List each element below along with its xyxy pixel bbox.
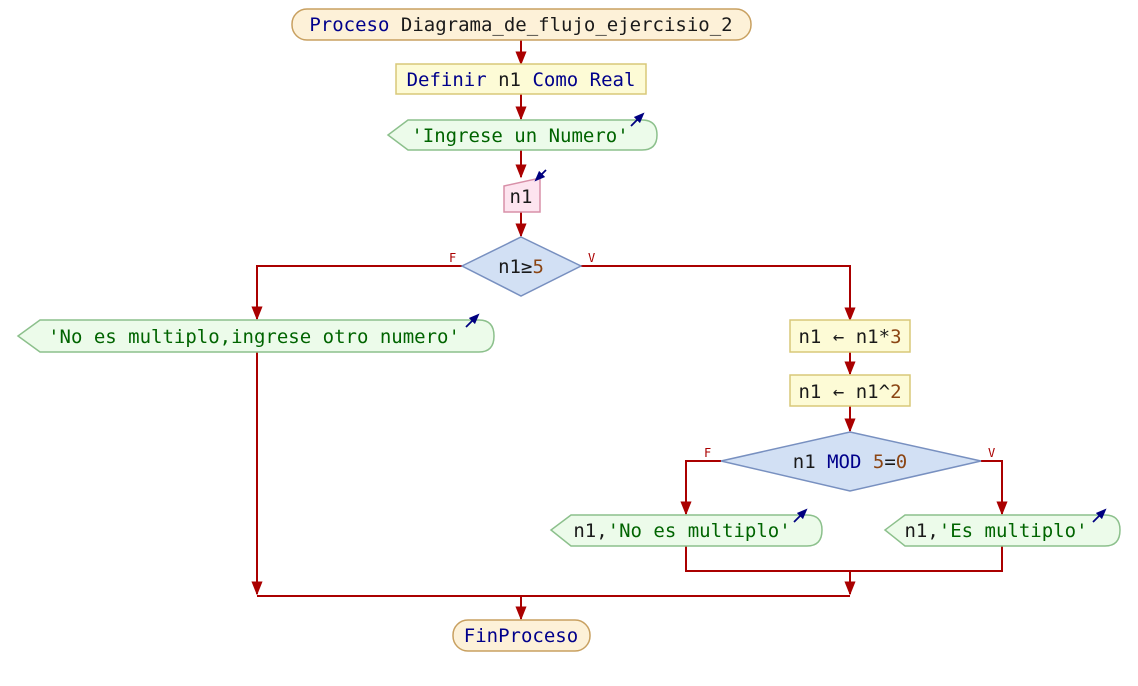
cond2-label: n1 MOD 5=0	[793, 451, 907, 473]
read-var: n1	[510, 186, 533, 208]
assign2-arrow: ←	[833, 381, 844, 403]
out-yes-label: n1,'Es multiplo'	[904, 520, 1087, 542]
cond1-label: n1≥5	[498, 256, 544, 278]
end-keyword: FinProceso	[464, 625, 578, 647]
arrow-cond2-false	[680, 460, 721, 516]
input-arrow-icon	[534, 169, 547, 182]
assign1-lhs: n1	[798, 326, 821, 348]
out-no-var: n1,	[573, 520, 607, 542]
assign1-rhs: n1	[856, 326, 879, 348]
out-yes-output[interactable]: n1,'Es multiplo'	[883, 508, 1121, 547]
cond2-false-label: F	[704, 446, 711, 460]
cond1-var: n1	[498, 256, 521, 278]
cond2-kw: MOD	[827, 451, 861, 473]
join-cond2	[685, 546, 1003, 572]
define-label: Definir n1 Como Real	[407, 69, 636, 91]
define-block[interactable]: Definir n1 Como Real	[395, 63, 647, 95]
start-keyword: Proceso	[309, 14, 389, 36]
assign-1[interactable]: n1 ← n1*3	[789, 319, 911, 353]
output-arrow-icon	[1092, 508, 1107, 523]
assign2-op: ^	[879, 381, 890, 403]
assign2-label: n1 ← n1^2	[798, 381, 901, 403]
define-keyword-como: Como	[532, 69, 578, 91]
assign2-lhs: n1	[798, 381, 821, 403]
start-label: Proceso Diagrama_de_flujo_ejercisio_2	[309, 14, 732, 36]
output-arrow-icon	[793, 508, 808, 523]
start-process-name: Diagrama_de_flujo_ejercisio_2	[401, 14, 733, 36]
define-type: Real	[590, 69, 636, 91]
arrow-cond1-true	[581, 265, 856, 322]
arrow-cond1-false	[251, 265, 462, 321]
cond2-eq: =	[884, 451, 895, 473]
out-no-output[interactable]: n1,'No es multiplo'	[549, 508, 823, 547]
assign2-rhs: n1	[856, 381, 879, 403]
arrow-cond2-true	[981, 460, 1008, 516]
cond1-false-label: F	[449, 251, 456, 265]
cond2-true-label: V	[988, 446, 995, 460]
decision-2[interactable]: n1 MOD 5=0 F V	[704, 431, 995, 492]
output-arrow-icon	[465, 313, 480, 328]
cond2-num2: 0	[896, 451, 907, 473]
read-input[interactable]: n1	[503, 169, 547, 213]
cond2-var: n1	[793, 451, 816, 473]
prompt-output[interactable]: 'Ingrese un Numero'	[386, 112, 658, 151]
output-arrow-icon	[630, 112, 645, 127]
assign2-num: 2	[890, 381, 901, 403]
out-no-label: n1,'No es multiplo'	[573, 520, 790, 542]
assign-2[interactable]: n1 ← n1^2	[789, 374, 911, 407]
cond2-num: 5	[873, 451, 884, 473]
decision-1[interactable]: n1≥5 F V	[449, 236, 595, 297]
cond1-num: 5	[532, 256, 543, 278]
define-keyword: Definir	[407, 69, 487, 91]
end-terminal[interactable]: FinProceso	[452, 619, 591, 652]
assign1-label: n1 ← n1*3	[798, 326, 901, 348]
out-yes-text: 'Es multiplo'	[939, 520, 1088, 542]
out-yes-var: n1,	[904, 520, 938, 542]
out-no-text: 'No es multiplo'	[608, 520, 791, 542]
assign1-arrow: ←	[833, 326, 844, 348]
msg-false-output[interactable]: 'No es multiplo,ingrese otro numero'	[16, 313, 495, 353]
msg-false-text: 'No es multiplo,ingrese otro numero'	[48, 326, 460, 348]
cond1-op: ≥	[521, 256, 532, 278]
start-terminal[interactable]: Proceso Diagrama_de_flujo_ejercisio_2	[291, 8, 752, 41]
assign1-op: *	[879, 326, 890, 348]
define-var: n1	[498, 69, 521, 91]
prompt-text: 'Ingrese un Numero'	[411, 125, 628, 147]
flow-connectors	[251, 40, 1008, 621]
cond1-true-label: V	[588, 251, 595, 265]
assign1-num: 3	[890, 326, 901, 348]
